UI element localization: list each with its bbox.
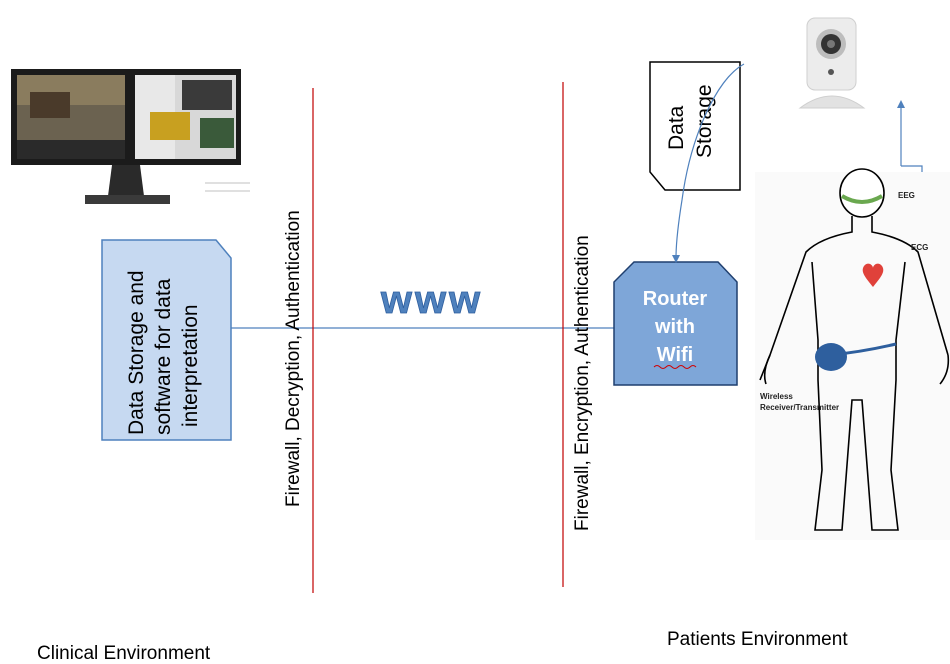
patients-environment-label: Patients Environment — [667, 629, 848, 650]
dual-monitor-image — [11, 69, 250, 204]
router-line-1: Router — [643, 288, 708, 310]
ecg-label: ECG — [911, 243, 928, 252]
clinical-data-storage-box: Data Storage and software for data inter… — [101, 239, 232, 441]
patient-body-figure: EEG ECG Wireless Receiver/Transmitter — [755, 168, 950, 540]
eeg-label: EEG — [898, 191, 915, 200]
clinical-environment-label: Clinical Environment — [37, 643, 211, 664]
camera-to-router-arrow — [672, 63, 745, 263]
router-line-2: with — [654, 316, 695, 338]
receiver-transmitter-label: Receiver/Transmitter — [760, 403, 839, 412]
camera-image — [798, 17, 866, 109]
data-storage-line-1: Data — [665, 105, 688, 150]
router-line-3: Wifi — [657, 344, 693, 366]
clinical-security-label: Firewall, Decryption, Authentication — [283, 210, 304, 507]
clinical-box-line-3: interpretation — [179, 304, 202, 427]
data-storage-line-2: Storage — [693, 84, 716, 158]
www-label: www — [380, 278, 483, 322]
router-box: Router with Wifi — [613, 261, 738, 386]
patient-data-storage-box: Data Storage — [649, 61, 741, 191]
patient-security-label: Firewall, Encryption, Authentication — [572, 235, 593, 531]
clinical-box-line-2: software for data — [152, 278, 175, 435]
wireless-label: Wireless — [760, 392, 793, 401]
clinical-box-line-1: Data Storage and — [125, 270, 148, 435]
